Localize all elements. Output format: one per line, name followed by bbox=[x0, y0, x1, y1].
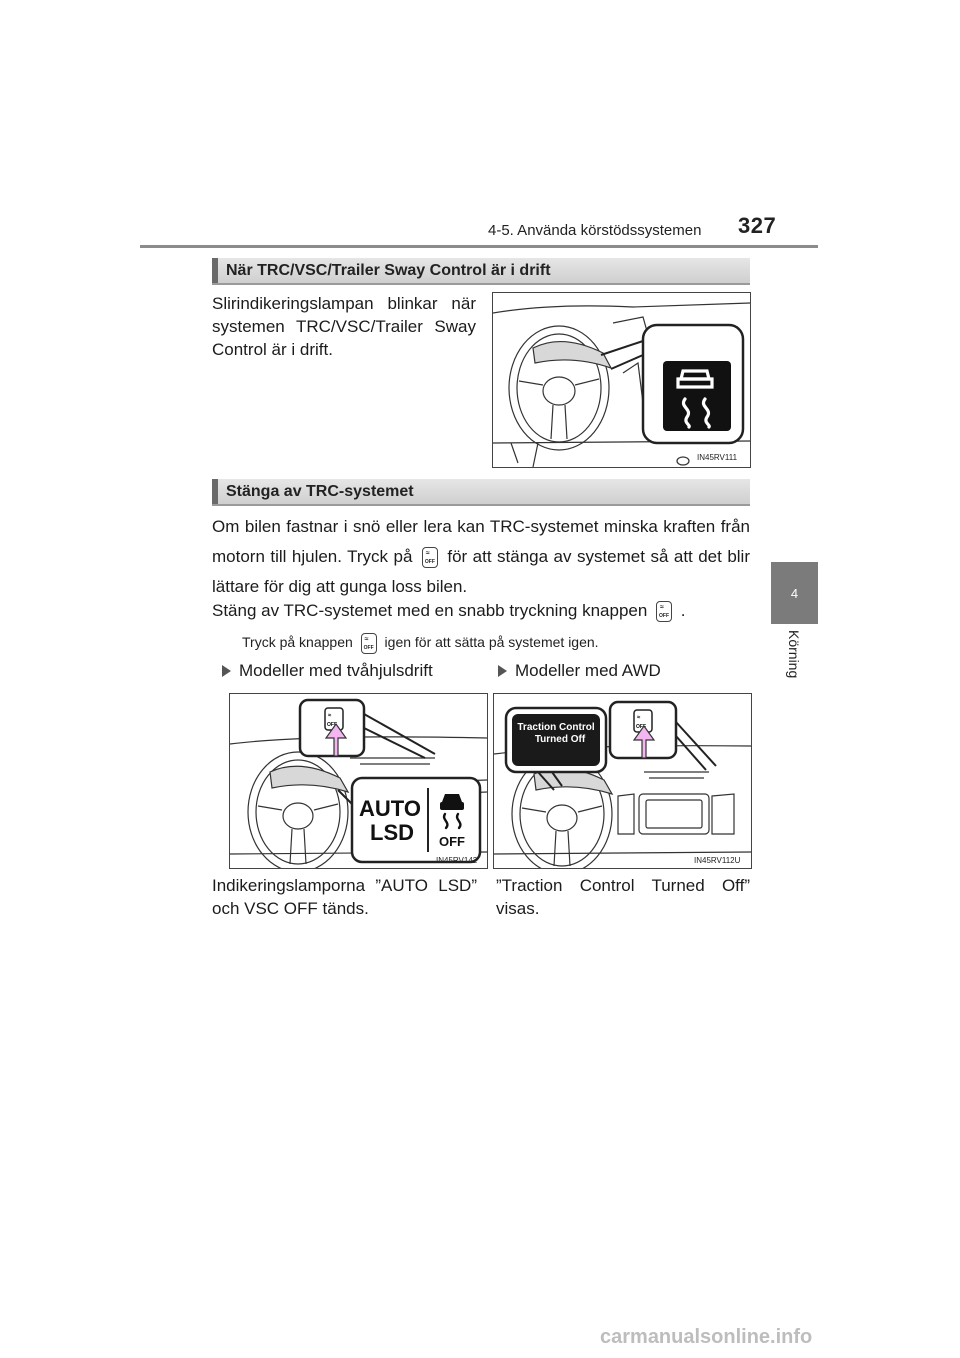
chapter-name: Körning bbox=[786, 630, 802, 679]
chapter-number: 4 bbox=[790, 585, 799, 601]
display-line-1: Traction Control bbox=[517, 722, 594, 733]
vsc-off-button-icon: ≈OFF bbox=[360, 632, 377, 654]
indicator-off-text: OFF bbox=[439, 834, 465, 849]
figure-code: IN45RV142 bbox=[436, 856, 478, 865]
svg-text:≈: ≈ bbox=[637, 715, 641, 721]
figure-code: IN45RV111 bbox=[697, 453, 738, 462]
indicator-auto-text: AUTO bbox=[359, 796, 421, 821]
button-off-label: OFF bbox=[327, 722, 337, 728]
model-label-2wd: Modeller med tvåhjulsdrift bbox=[222, 661, 433, 681]
note-text: Tryck på knappen bbox=[242, 634, 353, 650]
section1-text: Slirindikeringslampan blinkar när system… bbox=[212, 294, 476, 359]
vsc-car-icon bbox=[440, 794, 464, 810]
paragraph-text: Stäng av TRC-systemet med en snabb tryck… bbox=[212, 601, 648, 620]
paragraph-text: . bbox=[680, 601, 686, 620]
section2-paragraph-1: Om bilen fastnar i snö eller lera kan TR… bbox=[212, 512, 750, 602]
heading-bar bbox=[212, 258, 218, 283]
running-header-section: 4-5. Använda körstödssystemen bbox=[488, 222, 702, 239]
model-label-awd: Modeller med AWD bbox=[498, 661, 661, 681]
note-text: igen för att sätta på systemet igen. bbox=[384, 634, 599, 650]
watermark: carmanualsonline.info bbox=[600, 1326, 813, 1348]
figure-code: IN45RV112U bbox=[694, 856, 741, 865]
vsc-off-button-icon: ≈OFF bbox=[656, 601, 673, 623]
paragraph-text: för att stänga av systemet så att det bl… bbox=[212, 547, 750, 596]
section-heading-text: När TRC/VSC/Trailer Sway Control är i dr… bbox=[226, 262, 551, 279]
paragraph-text: Om bilen fastnar i snö eller lera kan TR… bbox=[212, 517, 750, 566]
section2-paragraph-2: Stäng av TRC-systemet med en snabb tryck… bbox=[212, 596, 750, 626]
indicator-lsd-text: LSD bbox=[370, 820, 414, 845]
caption-2wd: Indikeringslamporna ”AUTO LSD” och VSC O… bbox=[212, 876, 477, 918]
figure-2wd-indicators: ≈ OFF AUTO LSD OFF IN45RV142 bbox=[229, 693, 488, 869]
figure-awd-display: Traction Control Turned Off ≈ OFF IN45RV… bbox=[493, 693, 752, 869]
button-off-label: OFF bbox=[636, 724, 646, 730]
section-heading-trc-active: När TRC/VSC/Trailer Sway Control är i dr… bbox=[212, 258, 750, 285]
section-heading-trc-off: Stänga av TRC-systemet bbox=[212, 479, 750, 506]
figure-slip-indicator: IN45RV111 bbox=[492, 292, 751, 468]
header-rule bbox=[140, 245, 818, 248]
dashboard-illustration: Traction Control Turned Off ≈ OFF bbox=[494, 700, 751, 868]
triangle-bullet-icon bbox=[498, 665, 507, 677]
svg-text:≈: ≈ bbox=[328, 713, 332, 719]
dashboard-illustration bbox=[493, 302, 750, 467]
vsc-off-button-icon: ≈OFF bbox=[421, 547, 438, 569]
triangle-bullet-icon bbox=[222, 665, 231, 677]
caption-awd: ”Traction Control Turned Off” visas. bbox=[496, 876, 750, 918]
dashboard-illustration: ≈ OFF AUTO LSD OFF bbox=[230, 698, 487, 868]
chapter-tab: 4 bbox=[771, 562, 818, 624]
page-number: 327 bbox=[738, 213, 777, 238]
section-heading-text: Stänga av TRC-systemet bbox=[226, 483, 414, 500]
section2-note: Tryck på knappen ≈OFF igen för att sätta… bbox=[242, 630, 762, 654]
heading-bar bbox=[212, 479, 218, 504]
display-line-2: Turned Off bbox=[535, 734, 586, 745]
